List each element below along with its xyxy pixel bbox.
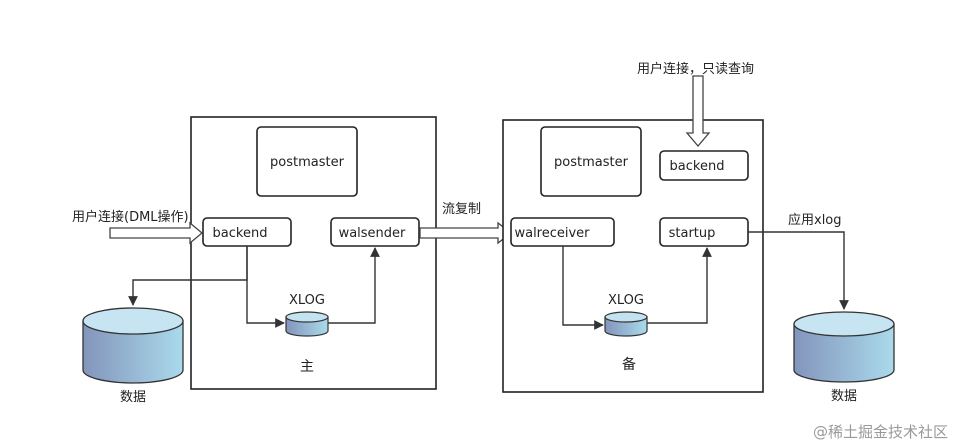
data-database-left [82,307,184,384]
standby-postmaster-label: postmaster [554,155,629,170]
standby-walreceiver-label: walreceiver [514,226,590,241]
data-left-label: 数据 [120,390,146,405]
walreceiver-to-xlog-arrow [562,246,604,330]
primary-caption: 主 [300,359,314,375]
standby-xlog-label: XLOG [608,293,644,308]
streaming-label: 流复制 [442,202,481,217]
user-dml-arrow [109,221,204,245]
standby-caption: 备 [622,356,636,373]
primary-postmaster-box [256,126,358,197]
standby-startup-label: startup [669,226,716,241]
backend-to-data-arrow [128,246,248,306]
xlog-to-walsender-arrow [328,247,380,324]
primary-backend-label: backend [213,226,268,241]
primary-xlog-cylinder [285,311,329,337]
standby-backend-label: backend [670,159,725,174]
primary-postmaster-label: postmaster [270,155,345,170]
primary-xlog-label: XLOG [289,293,325,308]
user-dml-label: 用户连接(DML操作) [72,209,189,225]
primary-walsender-label: walsender [339,226,406,241]
data-database-right [793,311,895,383]
apply-xlog-label: 应用xlog [788,212,842,228]
xlog-to-startup-arrow [647,247,712,324]
standby-postmaster-box [540,126,642,197]
standby-backend-box [659,150,749,181]
primary-walsender-box [330,217,420,247]
user-readonly-arrow [685,75,711,148]
watermark: @稀土掘金技术社区 [813,423,948,441]
startup-to-data-arrow [748,231,849,310]
standby-xlog-cylinder [604,311,648,337]
user-readonly-label: 用户连接，只读查询 [637,61,754,77]
data-right-label: 数据 [831,389,857,404]
